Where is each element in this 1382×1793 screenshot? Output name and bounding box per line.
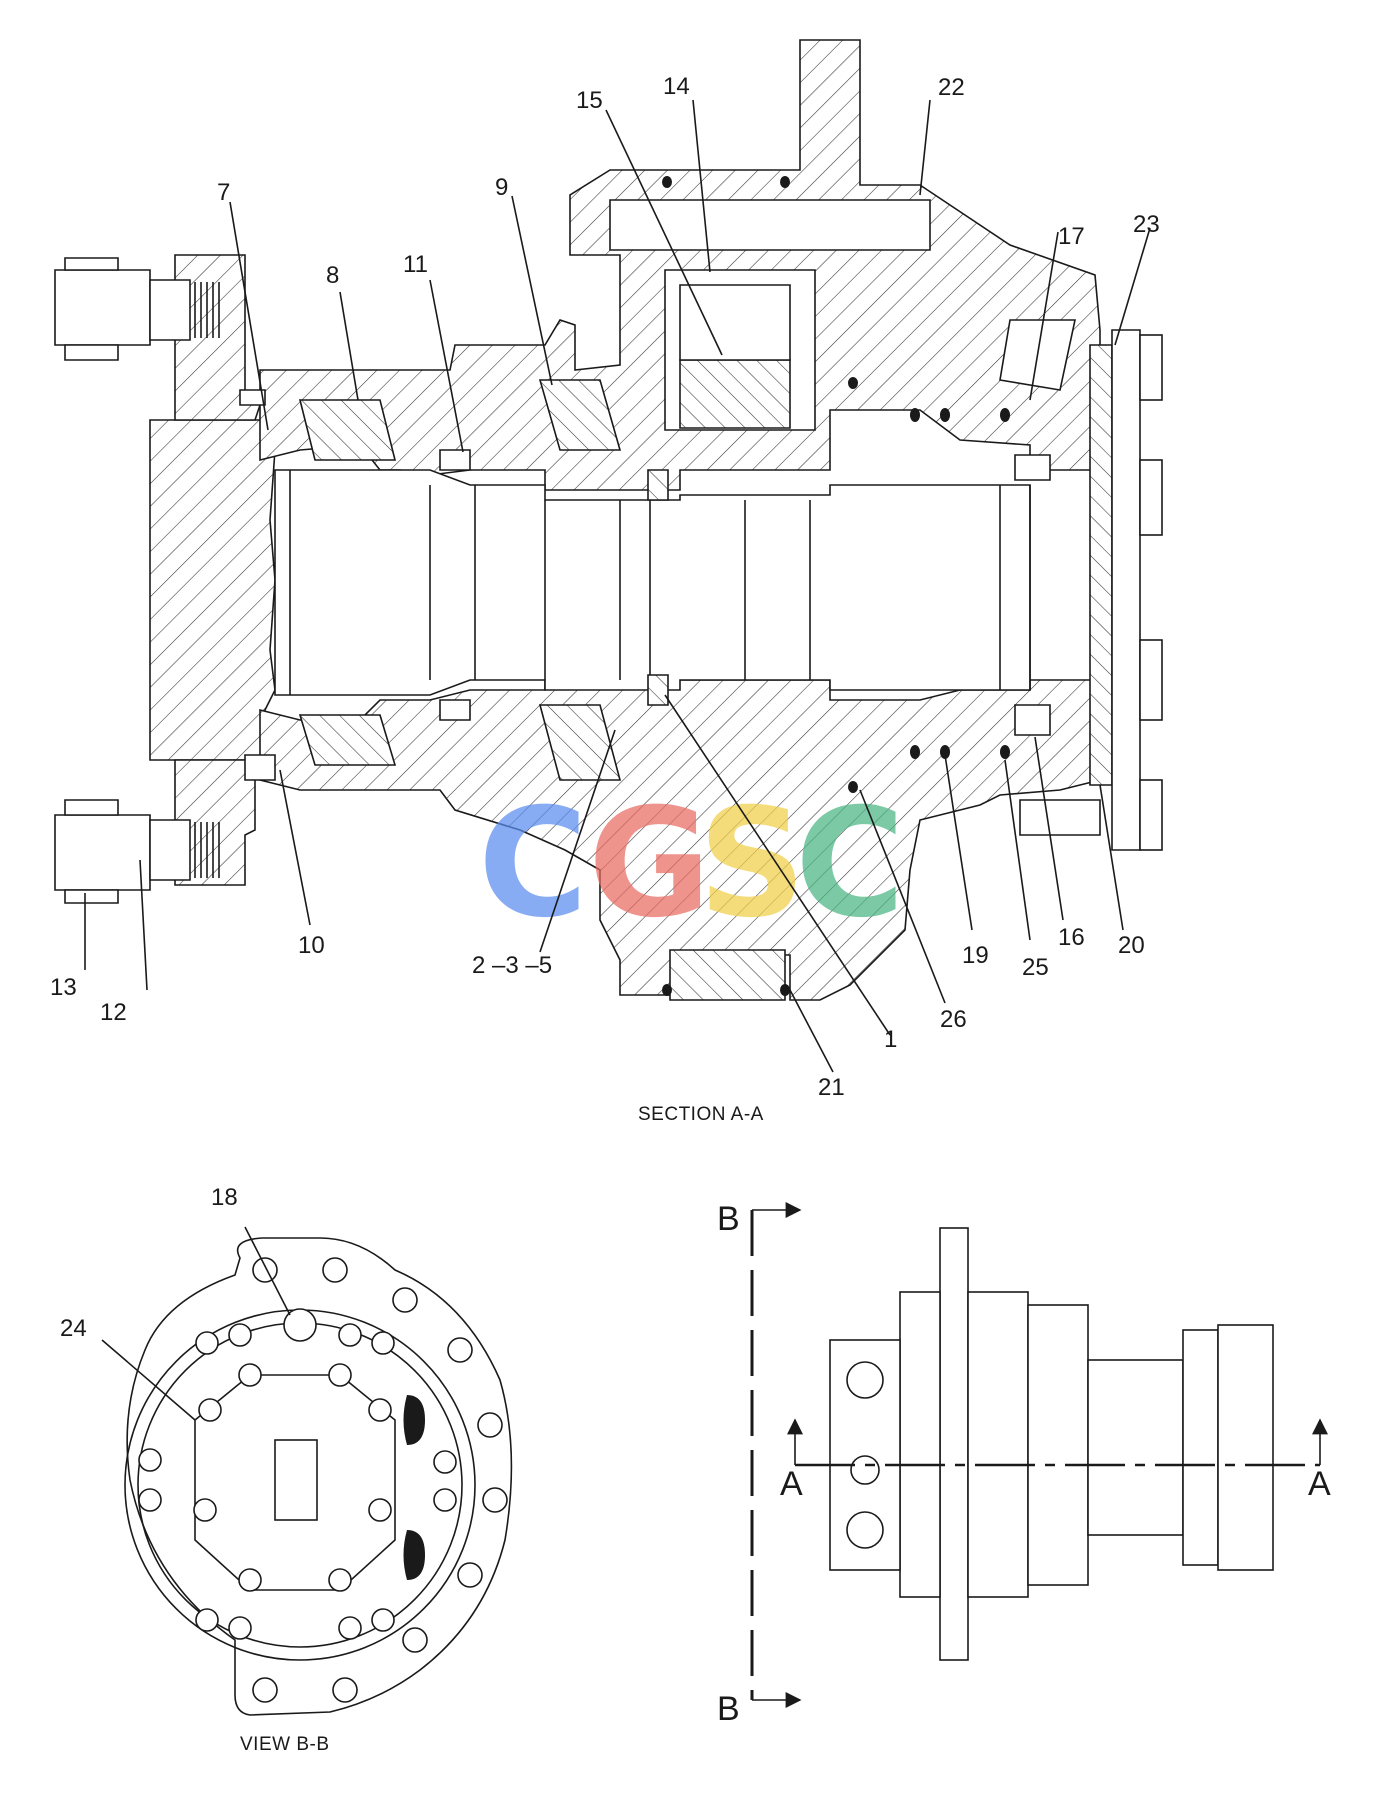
callout-15: 15 bbox=[576, 87, 603, 114]
callout-24: 24 bbox=[60, 1315, 87, 1342]
section-marker-b-bottom: B bbox=[717, 1690, 740, 1728]
callout-16: 16 bbox=[1058, 924, 1085, 951]
view-b-b-caption: VIEW B-B bbox=[240, 1734, 330, 1755]
callout-2-3-5: 2 –3 –5 bbox=[472, 952, 552, 979]
callout-12: 12 bbox=[100, 999, 127, 1026]
callout-13: 13 bbox=[50, 974, 77, 1001]
callout-7: 7 bbox=[217, 179, 230, 206]
section-marker-b-top: B bbox=[717, 1200, 740, 1238]
watermark-letter-4: C bbox=[795, 777, 905, 951]
side-view-drawing bbox=[750, 1202, 1328, 1708]
watermark-letter-3: S bbox=[698, 777, 806, 951]
callout-leaders bbox=[84, 99, 1151, 1421]
callout-10: 10 bbox=[298, 932, 325, 959]
callout-17: 17 bbox=[1058, 223, 1085, 250]
section-marker-a-right: A bbox=[1308, 1465, 1331, 1503]
view-b-b-drawing bbox=[124, 1237, 513, 1716]
watermark-letter-1: C bbox=[478, 777, 588, 951]
callout-23: 23 bbox=[1133, 211, 1160, 238]
callout-22: 22 bbox=[938, 74, 965, 101]
callout-11: 11 bbox=[403, 251, 428, 278]
callout-20: 20 bbox=[1118, 932, 1145, 959]
callout-labels: 1 2 –3 –5 7 8 9 10 11 12 13 14 15 16 17 … bbox=[50, 73, 1160, 1342]
callout-19: 19 bbox=[962, 942, 989, 969]
callout-8: 8 bbox=[326, 262, 339, 289]
callout-21: 21 bbox=[818, 1074, 845, 1101]
callout-18: 18 bbox=[211, 1184, 238, 1211]
section-marker-a-left: A bbox=[780, 1465, 803, 1503]
callout-14: 14 bbox=[663, 73, 690, 100]
callout-1: 1 bbox=[884, 1026, 897, 1053]
watermark-letter-2: G bbox=[588, 777, 711, 951]
callout-9: 9 bbox=[495, 174, 508, 201]
callout-26: 26 bbox=[940, 1006, 967, 1033]
section-a-a-caption: SECTION A-A bbox=[638, 1104, 764, 1125]
callout-25: 25 bbox=[1022, 954, 1049, 981]
watermark: C G S C bbox=[478, 777, 905, 951]
